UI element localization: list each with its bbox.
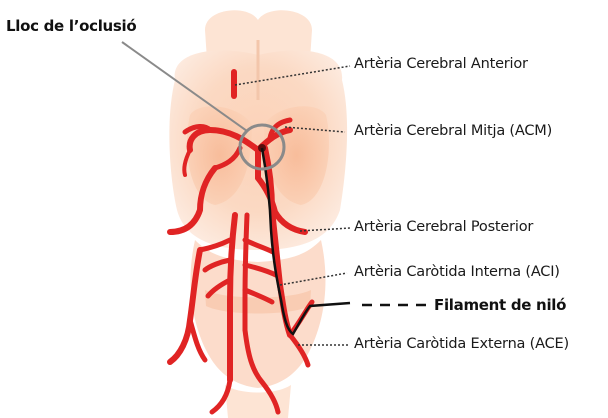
label-external-carotid-artery: Artèria Caròtida Externa (ACE) bbox=[354, 336, 569, 352]
label-anterior-cerebral-artery: Artèria Cerebral Anterior bbox=[354, 56, 528, 72]
label-posterior-cerebral-artery: Artèria Cerebral Posterior bbox=[354, 219, 533, 235]
label-internal-carotid-artery: Artèria Caròtida Interna (ACI) bbox=[354, 264, 560, 280]
occlusion-site-title: Lloc de l’oclusió bbox=[6, 17, 136, 35]
label-middle-cerebral-artery: Artèria Cerebral Mitja (ACM) bbox=[354, 123, 552, 139]
label-nylon-filament: Filament de niló bbox=[434, 296, 566, 314]
